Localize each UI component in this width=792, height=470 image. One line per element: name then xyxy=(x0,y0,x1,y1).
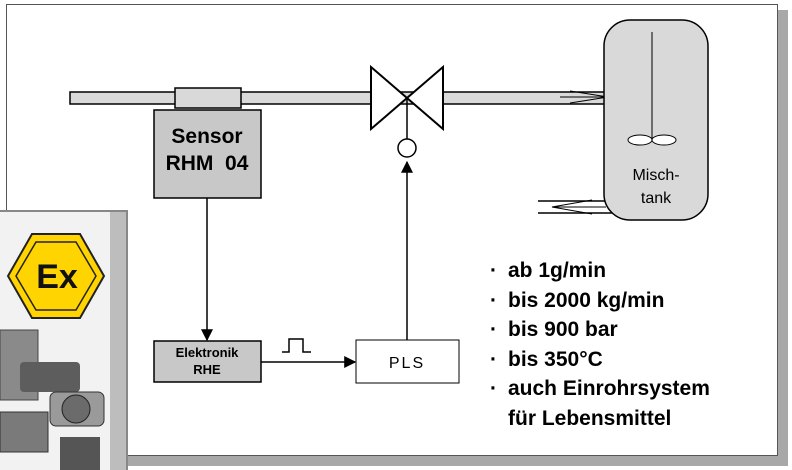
sensor-label-line2: RHM 04 xyxy=(166,152,249,175)
mixing-tank xyxy=(603,19,709,221)
sensor-label-line1: Sensor xyxy=(171,125,242,148)
feature-item: ·auch Einrohrsystem xyxy=(490,377,710,400)
tank-label-line1: Misch- xyxy=(632,167,679,184)
pls-box xyxy=(355,339,460,384)
ex-badge-text: Ex xyxy=(36,258,78,296)
valve-icon-right xyxy=(405,64,444,132)
pulse-signal-icon xyxy=(282,338,311,353)
ex-hazard-badge: Ex xyxy=(6,233,106,319)
feature-item: ·bis 350°C xyxy=(490,347,603,371)
sensor-box xyxy=(153,109,262,199)
electronics-label-line2: RHE xyxy=(193,362,221,377)
product-photo: Ex xyxy=(0,210,128,470)
sensor-clamp xyxy=(174,87,242,109)
valve-actuator-icon xyxy=(397,138,417,158)
sensor-device-image xyxy=(0,329,105,470)
main-pipe xyxy=(69,91,611,105)
tank-label-line2: tank xyxy=(641,190,672,207)
electronics-label-line1: Elektronik xyxy=(176,345,240,360)
agitator-icon xyxy=(627,134,677,146)
feature-item: ·bis 900 bar xyxy=(490,318,618,341)
feature-item: ·bis 2000 kg/min xyxy=(490,288,665,312)
electronics-box xyxy=(153,340,262,383)
pls-label: PLS xyxy=(389,355,425,372)
feature-item-continuation: für Lebensmittel xyxy=(508,406,672,430)
feature-list: ·ab 1g/min ·bis 2000 kg/min ·bis 900 bar… xyxy=(490,256,710,433)
valve-icon xyxy=(370,64,409,132)
feature-item: ·ab 1g/min xyxy=(490,259,607,282)
